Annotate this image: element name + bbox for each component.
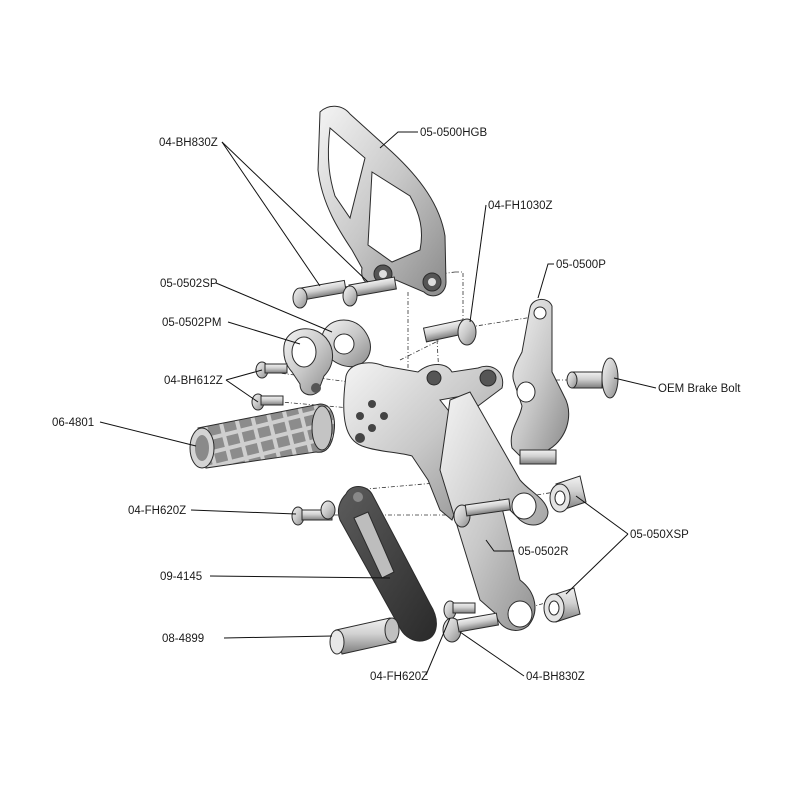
- foot-peg-grip-part: [189, 403, 335, 469]
- pivot-mount-part: [283, 328, 333, 396]
- label-rear-rod: 05-0502R: [518, 546, 569, 558]
- label-fh1030z: 04-FH1030Z: [488, 200, 553, 212]
- small-bolts-part: [251, 361, 288, 411]
- label-fh620z-bottom: 04-FH620Z: [370, 671, 428, 683]
- label-heel-guard: 05-0500HGB: [420, 127, 487, 139]
- heel-guard-part: [317, 105, 447, 297]
- label-rod-spacers: 05-050XSP: [630, 529, 689, 541]
- label-pivot-mount: 05-0502PM: [162, 317, 221, 329]
- center-bolt-part: [453, 498, 511, 528]
- label-pivot-spacer: 05-0502SP: [160, 278, 218, 290]
- brake-pedal-part: [510, 299, 570, 465]
- pivot-spacer-part: [321, 319, 371, 368]
- label-grip: 06-4801: [52, 417, 94, 429]
- part-labels: 04-BH830Z 05-0500HGB 04-FH1030Z 05-0502S…: [52, 127, 741, 683]
- label-cylinder-spacer: 08-4899: [162, 633, 204, 645]
- flange-bolt-part: [422, 318, 477, 346]
- upper-bolts-part: [292, 276, 397, 309]
- rod-spacers-part: [543, 475, 587, 623]
- label-shift-lever: 09-4145: [160, 571, 202, 583]
- label-bh830z-bottom: 04-BH830Z: [526, 671, 585, 683]
- shift-lever-part: [337, 486, 437, 642]
- leader-lines: [99, 131, 657, 677]
- left-small-bolt-part: [291, 500, 336, 526]
- label-fh620z-left: 04-FH620Z: [128, 505, 186, 517]
- oem-brake-bolt-part: [566, 357, 619, 399]
- label-bh830z-top: 04-BH830Z: [159, 137, 218, 149]
- label-brake-pedal: 05-0500P: [556, 259, 606, 271]
- label-oem-brake-bolt: OEM Brake Bolt: [658, 383, 741, 395]
- label-bh612z: 04-BH612Z: [164, 375, 223, 387]
- cylinder-spacer-part: [329, 617, 400, 655]
